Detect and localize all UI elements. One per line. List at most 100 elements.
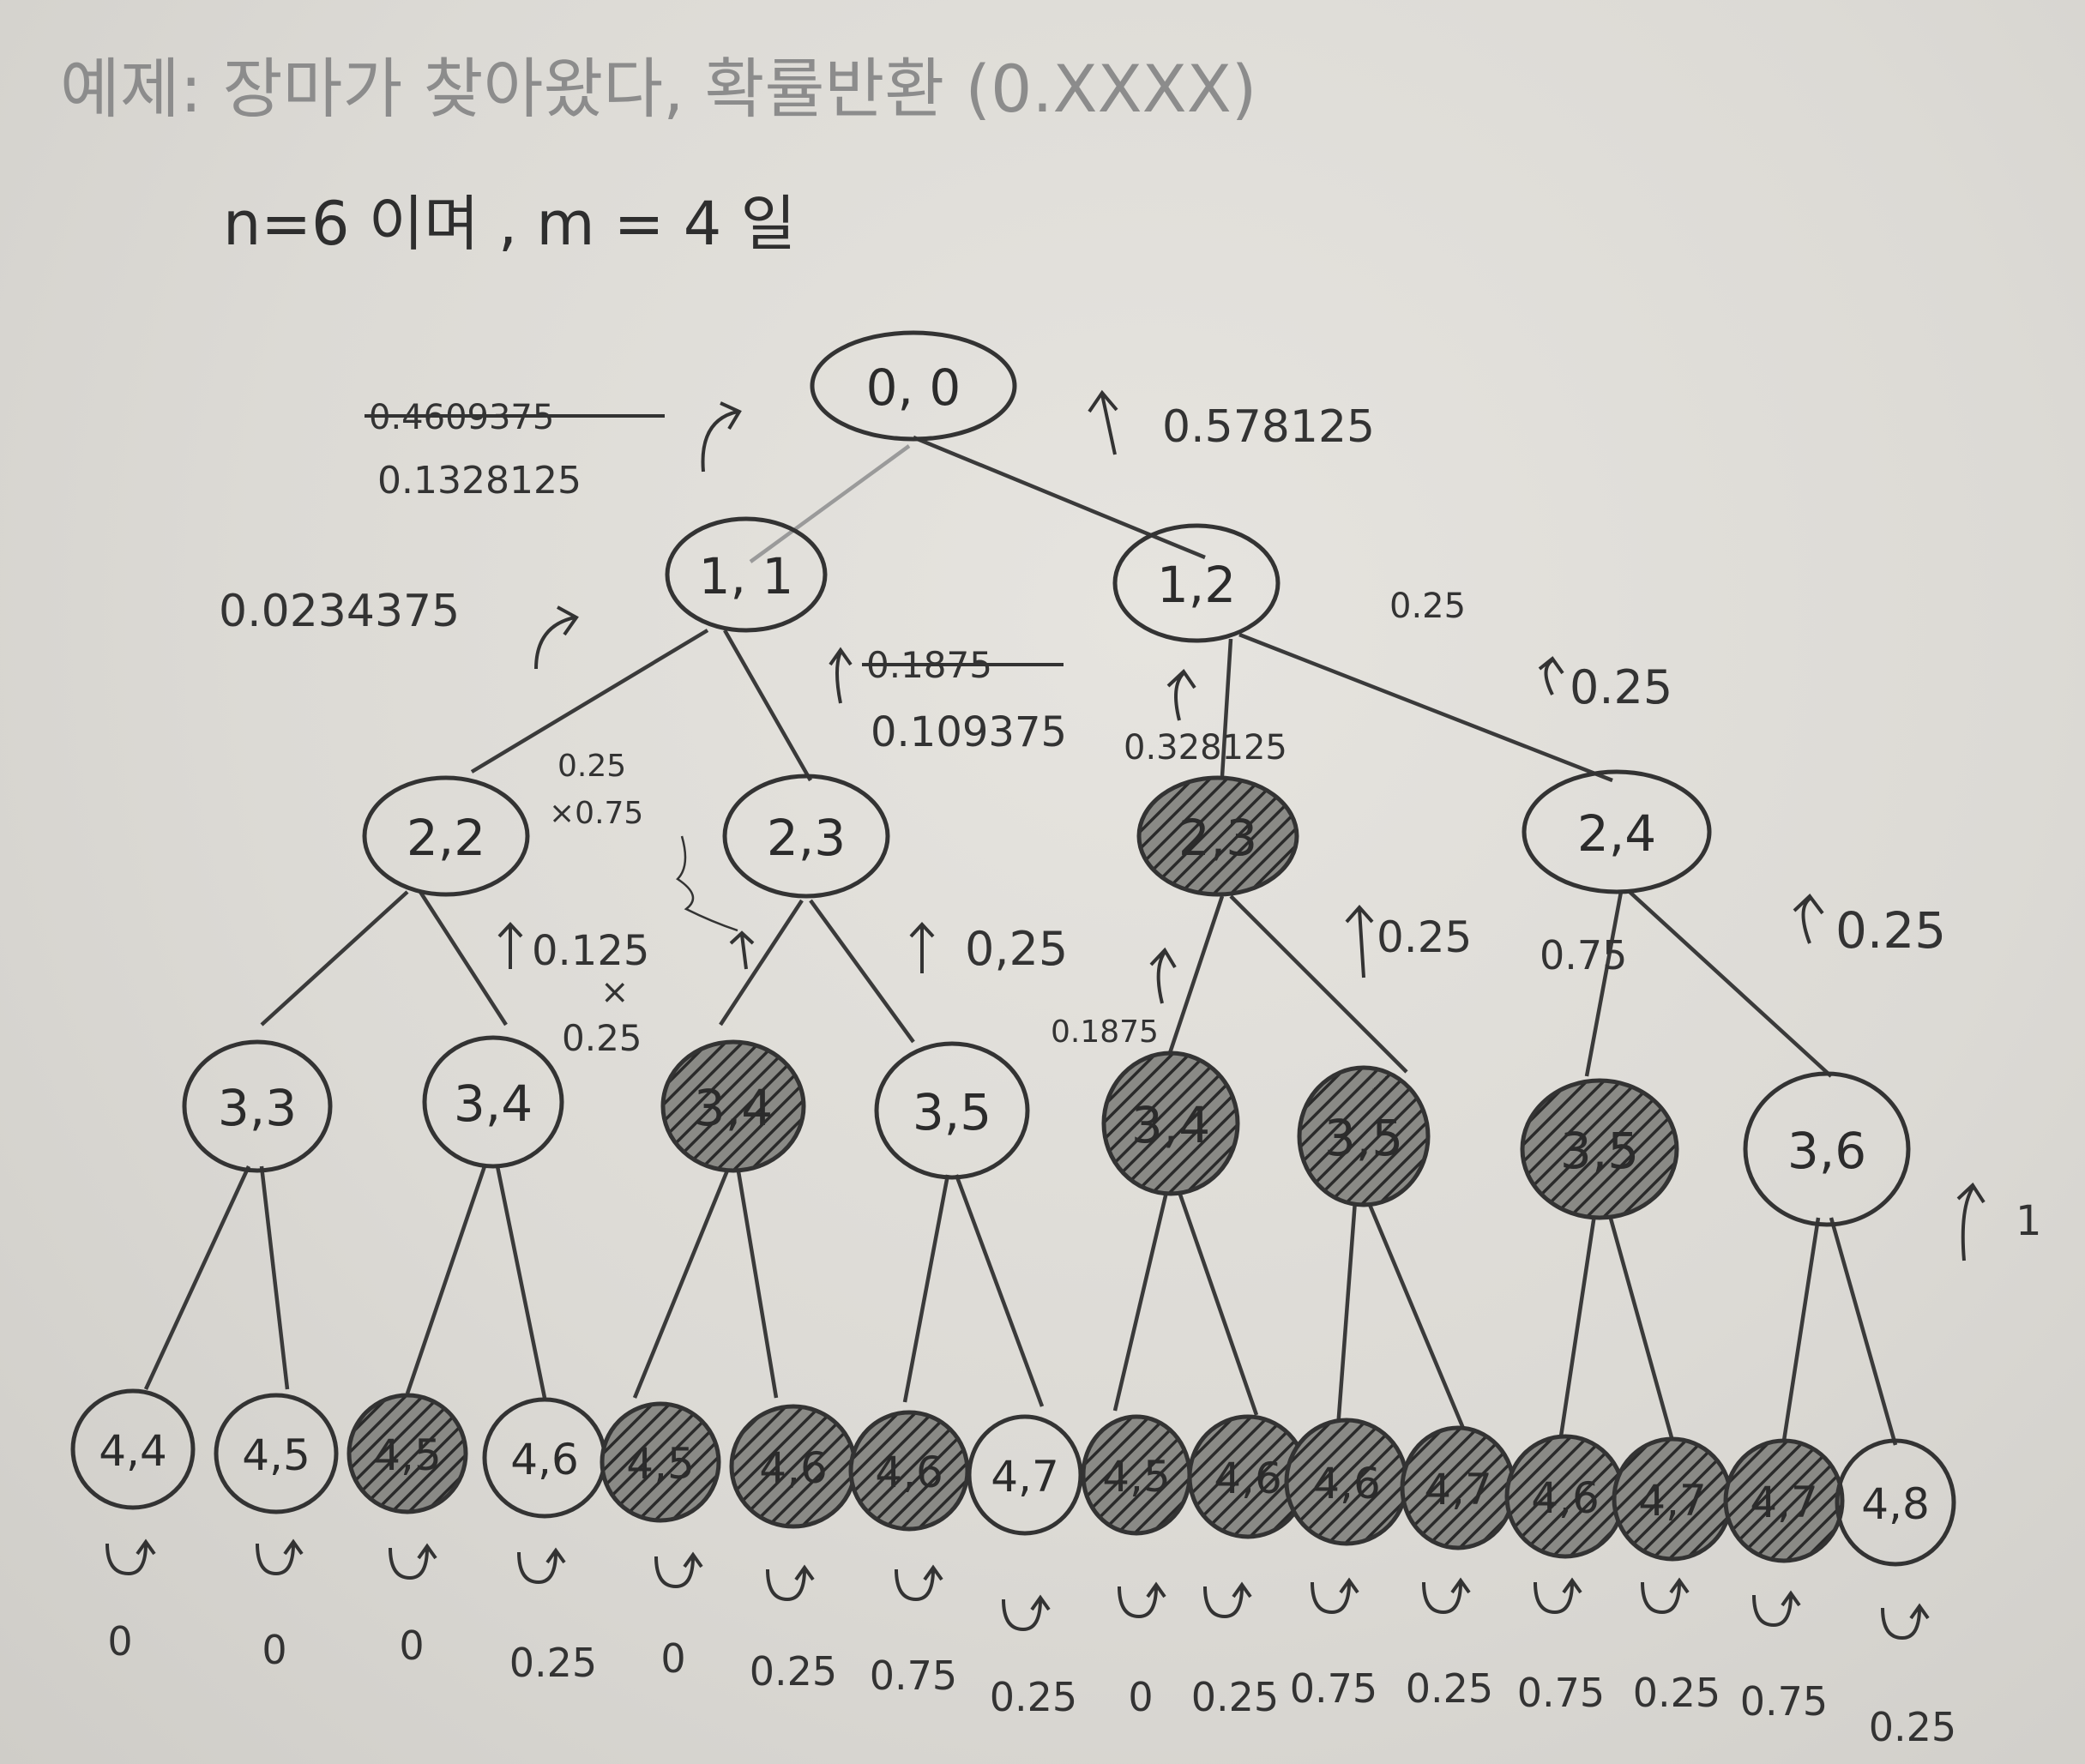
leaf-value: 0.25 [1191, 1674, 1279, 1720]
node-label: 4,5 [373, 1430, 442, 1480]
leaf-return-6: 0.25 [750, 1564, 837, 1695]
curved-arrow-icon [1166, 668, 1196, 721]
leaf-9-shaded: 4,5 [1081, 1414, 1192, 1536]
node-label: 2,4 [1577, 804, 1656, 863]
node-2-3-shaded: 2,3 [1136, 775, 1299, 897]
node-label: 4,7 [1750, 1478, 1818, 1527]
node-label: 2,3 [767, 809, 846, 867]
edge-n24-n35c [1584, 891, 1624, 1077]
node-3-3: 3,3 [182, 1039, 333, 1173]
return-arrow-icon [1881, 1603, 1930, 1641]
node-label: 4,5 [1102, 1452, 1171, 1502]
edge-n23b-n34c [1164, 895, 1225, 1064]
node-label: 3,3 [218, 1079, 297, 1137]
leaf-value: 0 [660, 1635, 685, 1682]
n12-right-value: 0.25 [1570, 660, 1672, 714]
leaf-3-shaded: 4,5 [346, 1393, 468, 1514]
node-label: 4,6 [1312, 1459, 1381, 1508]
leaf-8: 4,7 [967, 1414, 1083, 1536]
edge-n22-n34 [419, 890, 508, 1026]
return-arrow-icon [1641, 1577, 1690, 1615]
node-label: 2,2 [407, 809, 485, 867]
leaf-return-9: 0 [1118, 1581, 1166, 1720]
leaf-value: 0.25 [750, 1648, 837, 1695]
edge-n11-n22 [470, 629, 709, 774]
edge-n23b-n35b [1229, 894, 1408, 1074]
up-arrow-icon [497, 922, 523, 969]
node-label: 4,6 [510, 1435, 579, 1484]
return-arrow-icon [895, 1564, 943, 1602]
return-arrow-icon [654, 1551, 703, 1589]
edge-n11-n23 [723, 629, 812, 782]
edge-n34-l3 [405, 1165, 487, 1394]
leaf-2: 4,5 [214, 1393, 339, 1514]
return-arrow-icon [1203, 1581, 1252, 1619]
return-arrow-icon [517, 1547, 566, 1585]
return-arrow-icon [1118, 1581, 1166, 1619]
root-left-value: 0.1328125 [377, 459, 582, 503]
leaf-return-4: 0.25 [509, 1547, 597, 1686]
node-label: 0, 0 [866, 358, 961, 417]
squiggle-connector [676, 835, 738, 932]
leaf-value: 0.25 [990, 1674, 1077, 1720]
node-3-4-shaded-b: 3,4 [1101, 1051, 1240, 1196]
edge-n12-n24 [1238, 632, 1613, 783]
curved-arrow-icon [534, 605, 579, 670]
leaf-return-7: 0.75 [870, 1564, 957, 1699]
n11-right-value: 0.109375 [871, 708, 1067, 756]
node-label: 4,5 [242, 1430, 310, 1480]
leaf-value: 0.25 [1633, 1670, 1720, 1716]
leaf-value: 0 [399, 1623, 424, 1669]
edge-n35c-l14 [1606, 1208, 1675, 1442]
leaf-return-14: 0.25 [1633, 1577, 1720, 1716]
return-arrow-icon [256, 1538, 304, 1576]
return-arrow-icon [766, 1564, 815, 1602]
leaf-value: 0.25 [1869, 1704, 1956, 1750]
edge-n35b-l11 [1335, 1200, 1358, 1429]
node-3-5-shaded-b: 3,5 [1520, 1078, 1679, 1220]
leaf-return-8: 0.25 [990, 1594, 1077, 1720]
curved-arrow-icon [701, 401, 742, 473]
node-3-5: 3,5 [874, 1041, 1030, 1180]
node-label: 3,4 [454, 1075, 533, 1133]
edge-n23-n35 [809, 899, 915, 1044]
edge-n24-n36 [1628, 890, 1833, 1078]
node-label: 4,7 [1424, 1465, 1492, 1514]
return-arrow-icon [1752, 1590, 1801, 1628]
leaf-return-3: 0 [389, 1543, 437, 1669]
leaf-value: 0.25 [1406, 1665, 1493, 1712]
n12-left-value: 0.328125 [1124, 728, 1287, 768]
node-label: 4,4 [99, 1426, 167, 1476]
leaf-return-16: 0.25 [1869, 1603, 1956, 1750]
tree-edges [143, 435, 1898, 1446]
n22-times: × [600, 972, 630, 1012]
node-label: 3,5 [1560, 1122, 1639, 1180]
leaf-7-shaded: 4,6 [848, 1410, 970, 1532]
edge-n36-l16 [1829, 1217, 1898, 1446]
up-arrow-icon [1345, 904, 1374, 978]
node-3-5-shaded: 3,5 [1297, 1065, 1431, 1207]
page-title: 예제: 장마가 찾아왔다, 확률반환 (0.XXXX) [60, 51, 1256, 127]
edge-n35-l8 [954, 1174, 1045, 1407]
edge-n22-n33 [260, 890, 409, 1026]
leaf-13-shaded: 4,6 [1504, 1434, 1626, 1559]
node-label: 4,8 [1861, 1479, 1930, 1529]
node-3-4-shaded: 3,4 [660, 1039, 806, 1173]
return-arrow-icon [1002, 1594, 1051, 1632]
leaf-value: 0.75 [870, 1653, 957, 1699]
leaf-return-10: 0.25 [1191, 1581, 1279, 1720]
n23b-right-value: 0.25 [1377, 912, 1472, 962]
node-label: 1, 1 [699, 547, 794, 605]
n23b-left-value: 0.1875 [1051, 1014, 1159, 1050]
leaf-value: 0.75 [1740, 1678, 1828, 1725]
up-arrow-icon [1088, 389, 1118, 455]
edge-root-n11 [749, 444, 911, 563]
leaf-return-1: 0 [105, 1538, 156, 1665]
edge-n34-l4 [495, 1165, 547, 1399]
leaf-value: 0.75 [1517, 1670, 1605, 1716]
return-arrow-icon [1422, 1577, 1471, 1615]
leaf-6-shaded: 4,6 [729, 1404, 858, 1529]
node-3-4: 3,4 [422, 1035, 564, 1169]
leaf-value: 0 [1128, 1674, 1153, 1720]
node-1-2: 1,2 [1112, 523, 1281, 643]
